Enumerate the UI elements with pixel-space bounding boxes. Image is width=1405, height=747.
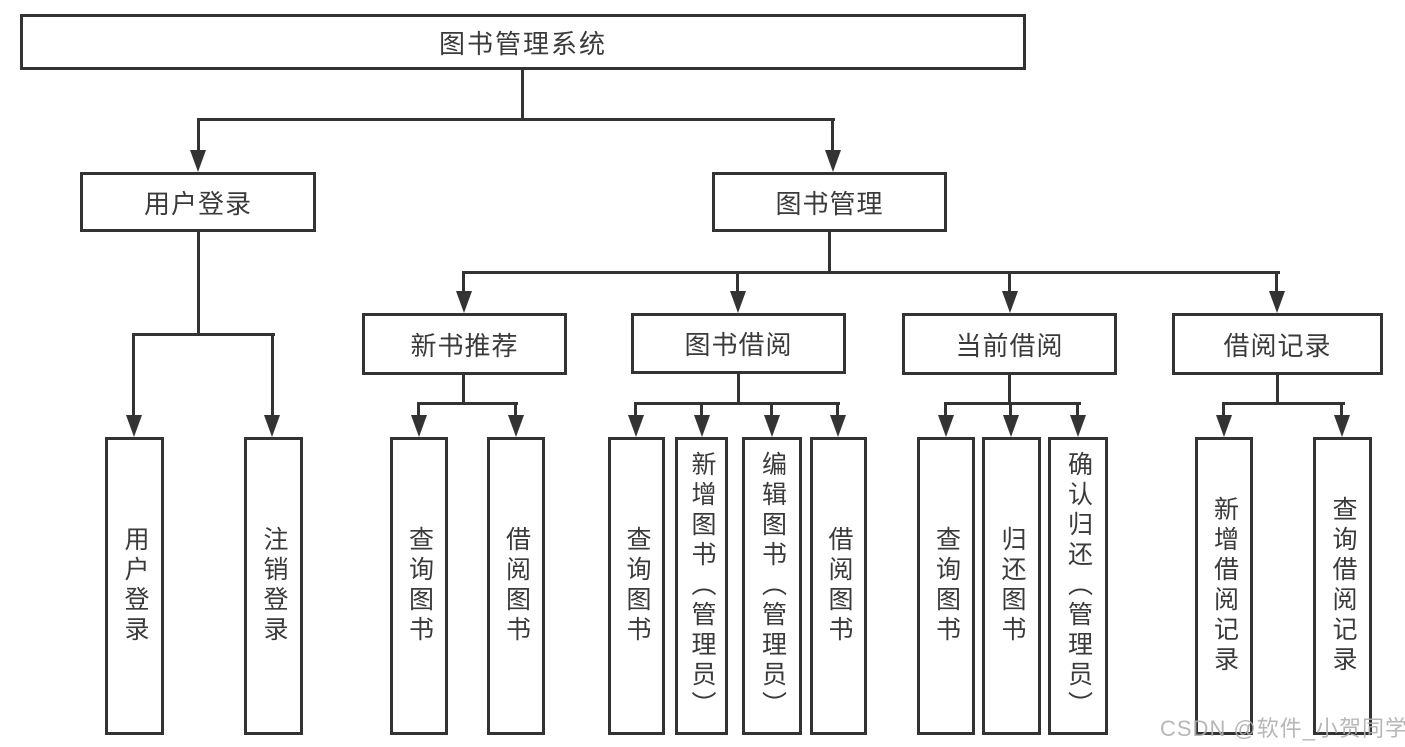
connector-line [635,402,840,405]
node-new-book-recommend: 新书推荐 [362,313,567,375]
connector-line [1276,374,1279,404]
connector-line [1222,402,1345,405]
node-book-manage: 图书管理 [712,172,947,232]
arrow-down [1334,415,1350,437]
connector-line [417,402,420,417]
leaf-label: 借阅图书 [502,526,531,646]
connector-line [1008,374,1011,404]
node-book-borrow: 图书借阅 [631,313,846,374]
connector-line [1222,402,1225,417]
connector-line [197,118,200,152]
connector-line [944,402,947,417]
arrow-down [1269,291,1285,313]
arrow-down [126,415,142,437]
leaf-edit-book-admin: 编辑图书（管理员） [742,437,802,735]
leaf-return-book: 归还图书 [982,437,1041,735]
arrow-down [1216,415,1232,437]
arrow-down [1070,415,1086,437]
arrow-down [825,150,841,172]
connector-line [521,70,524,118]
arrow-down [1002,291,1018,313]
leaf-label: 查询图书 [932,526,961,646]
arrow-down [830,415,846,437]
connector-line [737,374,740,404]
node-user-login: 用户登录 [80,172,316,232]
connector-line [514,402,517,417]
arrow-down [730,291,746,313]
leaf-logout: 注销登录 [244,437,303,735]
leaf-label: 用户登录 [121,526,149,646]
arrow-down [938,415,954,437]
leaf-label: 注销登录 [260,526,288,646]
leaf-query-book-current: 查询图书 [917,437,975,735]
connector-line [1076,402,1079,417]
connector-line [462,374,465,404]
connector-line [133,333,275,336]
arrow-down [190,150,206,172]
connector-line [770,402,773,417]
connector-line [944,402,1081,405]
arrow-down [264,415,280,437]
arrow-down [764,415,780,437]
connector-line [271,333,274,417]
leaf-label: 新增借阅记录 [1210,496,1239,676]
leaf-label: 编辑图书（管理员） [758,451,787,721]
leaf-label: 归还图书 [998,526,1026,646]
connector-line [831,118,834,152]
arrow-down [694,415,710,437]
node-system-root: 图书管理系统 [20,14,1026,70]
leaf-label: 查询图书 [405,526,434,646]
leaf-add-borrow-record: 新增借阅记录 [1195,437,1253,735]
arrow-down [508,415,524,437]
arrow-down [411,415,427,437]
connector-line [1340,402,1343,417]
leaf-add-book-admin: 新增图书（管理员） [675,437,728,735]
leaf-confirm-return-admin: 确认归还（管理员） [1048,437,1108,735]
connector-line [634,402,637,417]
leaf-user-login: 用户登录 [105,437,164,735]
connector-line [836,402,839,417]
leaf-query-book-recommend: 查询图书 [390,437,448,735]
connector-line [417,402,518,405]
node-current-borrow: 当前借阅 [902,313,1117,375]
connector-line [1008,271,1011,293]
leaf-label: 确认归还（管理员） [1064,451,1093,721]
leaf-borrow-book-recommend: 借阅图书 [487,437,545,735]
csdn-watermark: CSDN @软件_小贺同学 [1160,716,1405,741]
arrow-down [628,415,644,437]
connector-line [132,333,135,417]
leaf-label: 查询借阅记录 [1329,496,1357,676]
connector-line [1275,271,1278,293]
leaf-label: 新增图书（管理员） [688,451,716,721]
connector-line [462,271,465,293]
leaf-borrow-book: 借阅图书 [810,437,867,735]
arrow-down [1003,415,1019,437]
connector-line [700,402,703,417]
connector-line [1009,402,1012,417]
connector-line [197,232,200,336]
connector-line [197,118,835,121]
node-borrow-record: 借阅记录 [1172,313,1383,375]
leaf-query-book-borrow: 查询图书 [608,437,665,735]
leaf-query-borrow-record: 查询借阅记录 [1313,437,1372,735]
leaf-label: 查询图书 [623,526,651,646]
connector-line [463,271,1280,274]
arrow-down [456,291,472,313]
leaf-label: 借阅图书 [825,526,853,646]
connector-line [828,232,831,274]
connector-line [736,271,739,293]
